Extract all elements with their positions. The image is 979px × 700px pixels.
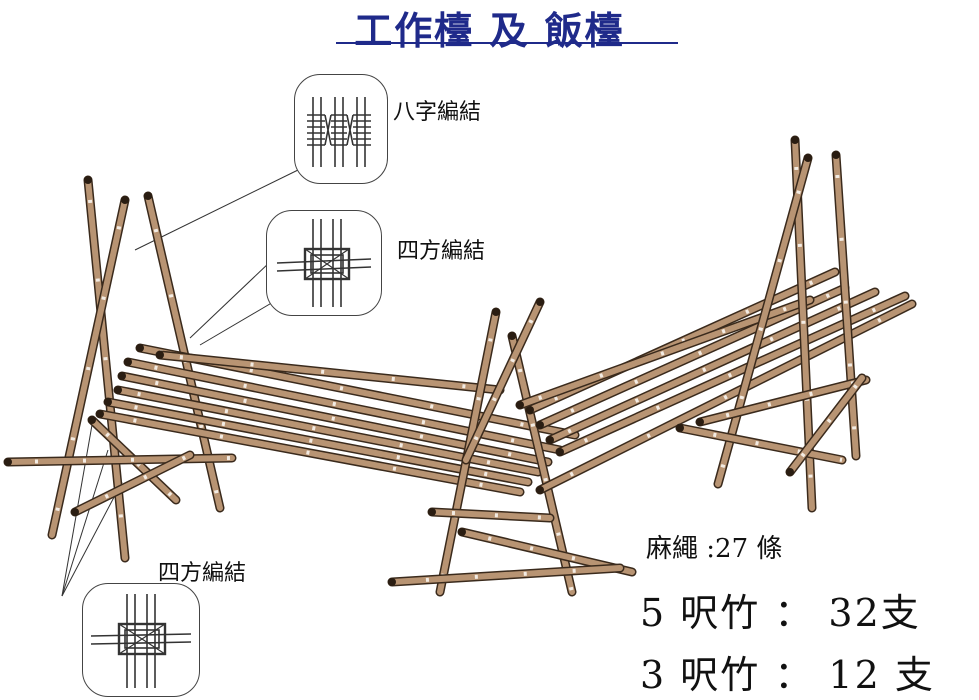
bamboo-pole	[831, 150, 861, 461]
bamboo-pole	[785, 373, 867, 477]
square-knot-detail-bottom	[82, 583, 200, 697]
square-knot-label-bottom: 四方編結	[158, 561, 247, 586]
rope-count: 麻繩 :27 條	[646, 534, 783, 564]
bamboo-pole	[47, 195, 130, 540]
bamboo-pole	[427, 507, 555, 523]
figure-eight-knot-label: 八字編結	[393, 100, 482, 125]
five-foot-bamboo-count: 5 呎竹 ： 32支	[640, 591, 921, 635]
bamboo-pole	[95, 409, 525, 497]
square-knot-detail-top	[266, 210, 382, 316]
bamboo-pole	[461, 297, 545, 465]
square-knot-icon	[90, 594, 192, 688]
bamboo-pole	[123, 357, 565, 455]
bamboo-pole	[695, 375, 871, 427]
bamboo-poles	[3, 135, 917, 597]
bamboo-pole	[713, 153, 813, 489]
bamboo-pole	[3, 453, 237, 467]
page-title: 工作檯 及 飯檯	[354, 8, 625, 53]
square-knot-icon	[276, 219, 372, 307]
three-foot-bamboo-count: 3 呎竹 ： 12 支	[640, 653, 935, 697]
bamboo-pole	[535, 283, 850, 430]
bamboo-pole	[387, 563, 625, 587]
bamboo-pole	[70, 450, 195, 517]
bamboo-pole	[117, 371, 553, 467]
figure-eight-knot-icon	[307, 97, 371, 167]
title-underline	[336, 42, 678, 44]
bamboo-pole	[155, 350, 505, 395]
square-knot-label-top: 四方編結	[397, 239, 486, 264]
figure-eight-knot-detail	[294, 74, 388, 184]
bamboo-pole	[545, 287, 880, 445]
bamboo-pole	[507, 331, 577, 597]
bamboo-pole	[675, 423, 847, 465]
bamboo-pole	[103, 397, 533, 487]
